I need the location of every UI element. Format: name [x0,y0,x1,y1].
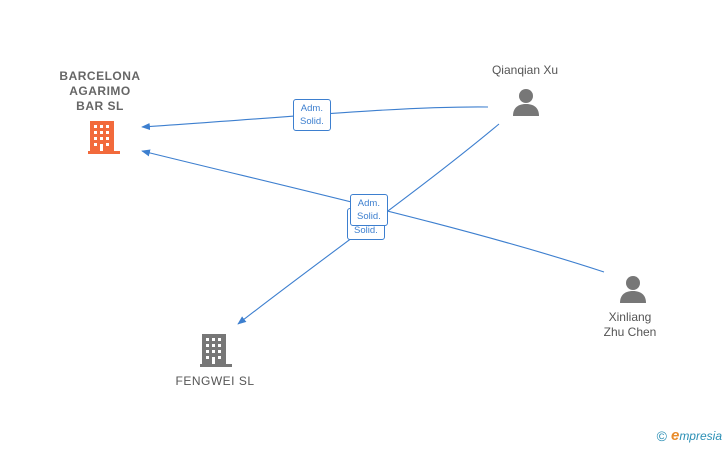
person-icon[interactable] [513,89,539,116]
building-icon[interactable] [200,334,232,367]
building-icon[interactable] [88,121,120,154]
company-label-fengwei[interactable]: FENGWEI SL [175,374,255,388]
company-label-barcelona[interactable]: BARCELONA AGARIMO BAR SL [59,69,141,113]
person-icon[interactable] [620,276,646,303]
edge-label-qianqian-fengwei[interactable]: Adm. Solid. [350,194,388,226]
edge-qianqian-barcelona[interactable] [141,106,489,130]
person-label-qianqian[interactable]: Qianqian Xu [491,63,559,77]
edge-label-qianqian-barcelona[interactable]: Adm. Solid. [293,99,331,131]
empresia-watermark: © empresia [657,427,722,444]
brand-logo: empresia [670,427,722,444]
copyright-icon: © [656,427,667,444]
person-label-xinliang[interactable]: Xinliang Zhu Chen [603,310,657,339]
